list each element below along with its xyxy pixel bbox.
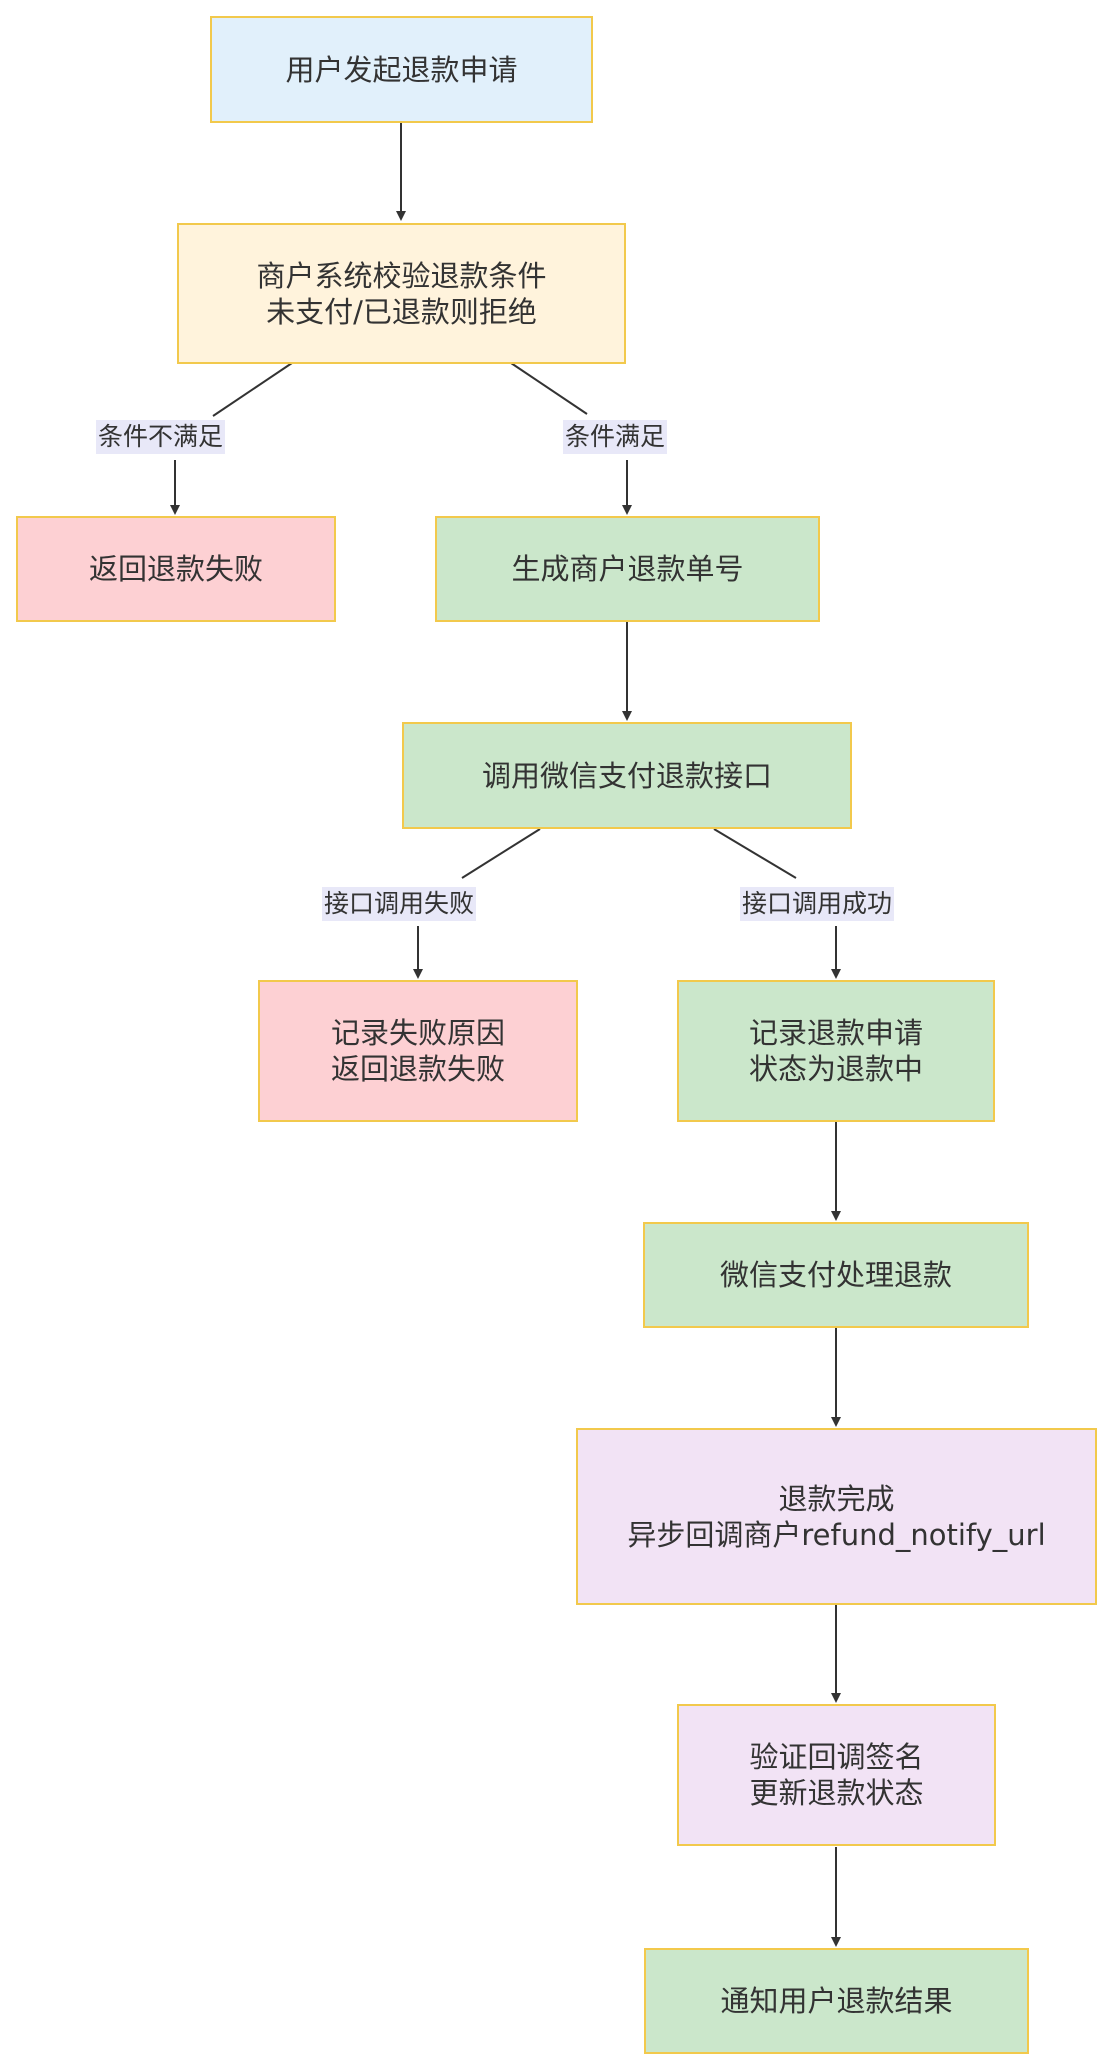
edge-label-cond-ok: 条件满足 xyxy=(563,420,668,454)
node-notify-user-label: 通知用户退款结果 xyxy=(720,1984,953,2018)
node-fail-return-label: 返回退款失败 xyxy=(88,552,263,586)
edge-call-api-to-api-fail xyxy=(461,828,541,879)
node-record-ok-label: 记录退款申请 状态为退款中 xyxy=(748,1016,923,1086)
edge-call-api-to-api-ok xyxy=(713,828,797,879)
node-start-label: 用户发起退款申请 xyxy=(285,52,518,87)
node-wx-process-label: 微信支付处理退款 xyxy=(719,1258,952,1292)
edge-label-api-fail: 接口调用失败 xyxy=(322,887,477,921)
node-record-ok: 记录退款申请 状态为退款中 xyxy=(677,980,995,1122)
edge-validate-to-cond-fail xyxy=(212,362,293,417)
node-wx-process: 微信支付处理退款 xyxy=(643,1222,1029,1328)
node-validate-label: 商户系统校验退款条件 未支付/已退款则拒绝 xyxy=(256,258,547,329)
node-call-api: 调用微信支付退款接口 xyxy=(402,722,852,829)
node-done-callback: 退款完成 异步回调商户refund_notify_url xyxy=(576,1428,1097,1605)
edge-label-api-ok: 接口调用成功 xyxy=(740,887,895,921)
node-fail-return: 返回退款失败 xyxy=(16,516,336,622)
node-gen-no: 生成商户退款单号 xyxy=(435,516,820,622)
node-record-fail: 记录失败原因 返回退款失败 xyxy=(258,980,578,1122)
node-verify-label: 验证回调签名 更新退款状态 xyxy=(749,1740,924,1810)
node-done-callback-label: 退款完成 异步回调商户refund_notify_url xyxy=(627,1481,1046,1552)
edge-validate-to-cond-ok xyxy=(510,362,588,415)
node-verify: 验证回调签名 更新退款状态 xyxy=(677,1704,996,1846)
node-call-api-label: 调用微信支付退款接口 xyxy=(481,758,772,793)
node-start: 用户发起退款申请 xyxy=(210,16,593,123)
node-record-fail-label: 记录失败原因 返回退款失败 xyxy=(330,1016,505,1086)
node-notify-user: 通知用户退款结果 xyxy=(644,1948,1029,2054)
node-gen-no-label: 生成商户退款单号 xyxy=(511,552,744,586)
node-validate: 商户系统校验退款条件 未支付/已退款则拒绝 xyxy=(177,223,626,364)
edge-label-cond-fail: 条件不满足 xyxy=(96,420,226,454)
